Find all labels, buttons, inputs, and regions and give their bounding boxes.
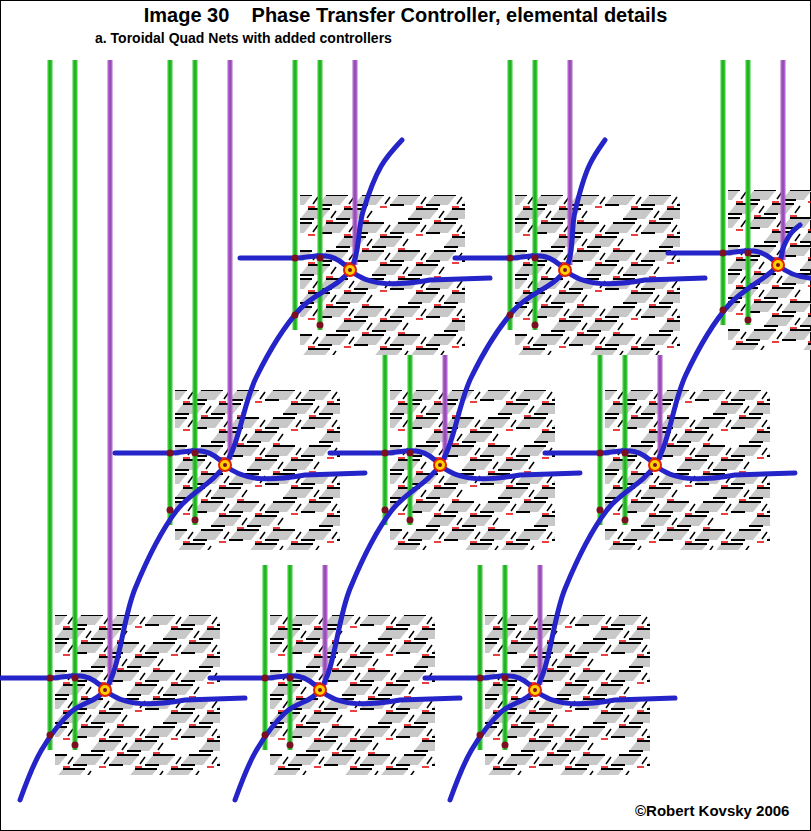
controller-junction — [167, 450, 232, 524]
controller-junction — [720, 250, 785, 324]
control-lines — [600, 355, 660, 525]
controller-junction — [262, 675, 327, 749]
controller-junction — [477, 675, 542, 749]
control-lines — [50, 60, 110, 750]
transfer-lines — [0, 140, 811, 800]
quad-net-tile — [605, 390, 770, 550]
quad-net-tile — [485, 615, 650, 775]
quad-net-tile — [175, 390, 340, 550]
control-lines — [170, 60, 230, 525]
controller-junction — [292, 255, 357, 329]
controller-junction — [47, 675, 112, 749]
copyright-notice: ©Robert Kovsky 2006 — [635, 802, 789, 819]
title: Image 30 Phase Transfer Controller, elem… — [0, 4, 811, 27]
quad-net-tile — [390, 390, 555, 550]
quad-net-tile — [300, 195, 465, 355]
quad-net-tile — [270, 615, 435, 775]
control-lines — [385, 355, 445, 525]
quad-net-tile — [55, 615, 220, 775]
quad-net-tile — [728, 190, 811, 350]
controller-junction — [382, 450, 447, 524]
controller-junction — [507, 255, 572, 329]
controller-junction — [597, 450, 662, 524]
subtitle: a. Toroidal Quad Nets with added control… — [95, 30, 392, 46]
quad-net-tile — [515, 195, 680, 355]
